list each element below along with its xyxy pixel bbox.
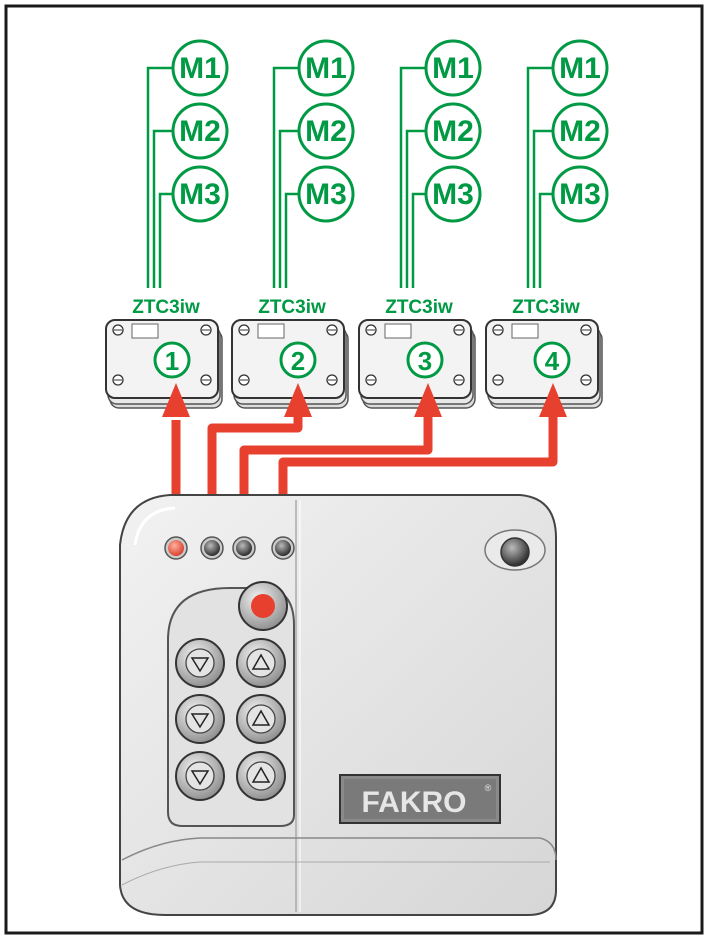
- motor-label: M1: [305, 52, 347, 85]
- down-arrow-icon: [190, 770, 210, 786]
- channel-number-circle: [533, 341, 571, 379]
- registered-mark: ®: [485, 783, 492, 793]
- motor-label: M1: [432, 52, 474, 85]
- motor-circle: [297, 165, 355, 223]
- arrow-head-icon: [162, 383, 190, 417]
- sensor-icon: [500, 537, 530, 567]
- motor-circle: [297, 39, 355, 97]
- arrow-head-icon: [284, 383, 312, 417]
- motor-label: M3: [432, 178, 474, 211]
- motor-circle: [551, 102, 609, 160]
- motor-label: M3: [305, 178, 347, 211]
- stop-button-icon: [251, 594, 275, 618]
- up-button-3[interactable]: [236, 751, 286, 801]
- motor-label: M2: [432, 115, 474, 148]
- channel-led-icon: [168, 540, 184, 556]
- motor-circle: [171, 39, 229, 97]
- remote-buttons: [175, 581, 288, 801]
- motor-circle: [551, 39, 609, 97]
- motor-wire: [532, 129, 554, 288]
- down-arrow-icon: [190, 713, 210, 729]
- controller-3: ZTC3iw 3: [358, 297, 476, 409]
- controller-1: ZTC3iw 1: [105, 297, 223, 409]
- motor-label: M2: [179, 115, 221, 148]
- controller-model-label: ZTC3iw: [132, 297, 200, 318]
- motor-wire: [526, 66, 554, 288]
- motor-wire: [152, 129, 174, 288]
- down-button-2[interactable]: [175, 694, 225, 744]
- motor-circle: [171, 102, 229, 160]
- channel-number: 4: [545, 346, 560, 376]
- motor-wire: [405, 129, 427, 288]
- channel-led-icon: [204, 540, 220, 556]
- motor-label: M2: [559, 115, 601, 148]
- channel-number-circle: [406, 341, 444, 379]
- down-button-3[interactable]: [175, 751, 225, 801]
- controller-4: ZTC3iw 4: [485, 297, 603, 409]
- channel-number: 1: [165, 346, 179, 376]
- motor-circle: [424, 39, 482, 97]
- up-button-1[interactable]: [236, 638, 286, 688]
- motor-label: M2: [305, 115, 347, 148]
- motor-label: M3: [559, 178, 601, 211]
- up-arrow-icon: [251, 653, 271, 670]
- motor-label: M1: [559, 52, 601, 85]
- motor-circle: [424, 102, 482, 160]
- motor-circle: [551, 165, 609, 223]
- stop-button[interactable]: [238, 581, 288, 631]
- motor-circle: [171, 165, 229, 223]
- channel-number-circle: [153, 341, 191, 379]
- motor-wire: [399, 66, 427, 288]
- up-arrow-icon: [251, 709, 271, 726]
- down-arrow-icon: [190, 657, 210, 673]
- motor-wire: [284, 192, 300, 288]
- channel-leds: [164, 536, 295, 560]
- arrow-head-icon: [414, 383, 442, 417]
- channel-led-icon: [236, 540, 252, 556]
- motor-wire: [158, 192, 174, 288]
- motor-label: M1: [179, 52, 221, 85]
- signal-arrow-2: [207, 383, 312, 540]
- down-button-1[interactable]: [175, 638, 225, 688]
- brand-logo: FAKRO: [362, 786, 467, 819]
- channel-number-circle: [279, 341, 317, 379]
- motor-wire: [272, 66, 300, 288]
- channel-number: 2: [291, 346, 305, 376]
- motor-wire: [278, 129, 300, 288]
- motor-circle: [424, 165, 482, 223]
- arrow-head-icon: [539, 383, 567, 417]
- motor-wire: [146, 66, 174, 288]
- channel-number: 3: [418, 346, 432, 376]
- motor-wire: [411, 192, 427, 288]
- motor-label: M3: [179, 178, 221, 211]
- controller-model-label: ZTC3iw: [385, 297, 453, 318]
- controller-model-label: ZTC3iw: [512, 297, 580, 318]
- motor-circle: [297, 102, 355, 160]
- up-button-2[interactable]: [236, 694, 286, 744]
- up-arrow-icon: [251, 766, 271, 783]
- controller-2: ZTC3iw 2: [231, 297, 349, 409]
- channel-led-icon: [275, 540, 291, 556]
- controller-boxes: ZTC3iw 1 ZTC3iw 2 ZTC3iw 3 ZTC3iw 4: [105, 297, 603, 409]
- motor-wire: [538, 192, 554, 288]
- controller-model-label: ZTC3iw: [258, 297, 326, 318]
